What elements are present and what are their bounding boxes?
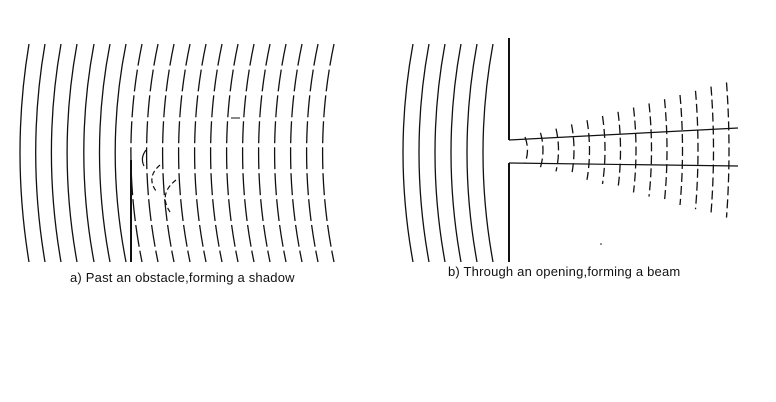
wavefront-18 xyxy=(290,43,303,263)
beam-wavefront-5 xyxy=(586,120,591,180)
wavefront-15 xyxy=(242,43,255,263)
wavefront-6 xyxy=(98,43,111,263)
beam-wavefront-14 xyxy=(725,82,730,218)
panel-b-aperture-diffraction xyxy=(402,38,739,263)
wavefront-16 xyxy=(258,43,271,263)
incoming-wavefront-2 xyxy=(418,43,430,263)
beam-wavefront-8 xyxy=(632,107,637,193)
beam-edge-lower xyxy=(508,162,739,167)
beam-wavefront-1 xyxy=(524,136,529,164)
beam-wavefront-7 xyxy=(617,111,622,189)
incoming-wavefront-4 xyxy=(450,43,462,263)
speck xyxy=(600,243,602,245)
wavefront-11 xyxy=(178,43,191,263)
beam-wavefront-9 xyxy=(648,103,653,197)
wavefront-17 xyxy=(274,43,287,263)
wavefront-14 xyxy=(226,43,239,263)
wavefront-10 xyxy=(162,43,175,263)
beam-wavefront-6 xyxy=(601,115,606,185)
edge-curl-2 xyxy=(151,164,161,192)
beam-wavefront-12 xyxy=(694,90,699,210)
incoming-wavefront-5 xyxy=(466,43,478,263)
beam-wavefront-11 xyxy=(679,94,684,206)
wavefront-5 xyxy=(83,43,95,263)
wavefront-4 xyxy=(66,43,78,263)
beam-wavefront-4 xyxy=(570,124,575,176)
wavefront-20 xyxy=(322,43,335,263)
wavefront-9 xyxy=(146,43,159,263)
wavefront-19 xyxy=(306,43,319,263)
edge-curl-3 xyxy=(164,179,177,213)
wavefront-1 xyxy=(19,43,30,263)
wavefront-7 xyxy=(114,43,127,263)
beam-wavefront-2 xyxy=(539,132,544,168)
incoming-wavefront-3 xyxy=(434,43,446,263)
wavefront-3 xyxy=(50,43,62,263)
panel-b-caption: b) Through an opening,forming a beam xyxy=(448,264,681,279)
panel-a-obstacle-diffraction xyxy=(19,43,335,263)
wavefront-12 xyxy=(194,43,207,263)
wavefront-13 xyxy=(210,43,223,263)
incoming-wavefront-6 xyxy=(482,43,494,263)
beam-wavefront-13 xyxy=(710,86,715,214)
edge-curl-1 xyxy=(141,149,147,167)
beam-wavefront-10 xyxy=(663,99,668,201)
panel-a-caption: a) Past an obstacle,forming a shadow xyxy=(70,270,295,285)
wavefront-8 xyxy=(130,43,143,263)
beam-wavefront-3 xyxy=(555,128,560,172)
wavefront-2 xyxy=(35,43,46,263)
incoming-wavefront-1 xyxy=(402,43,414,263)
beam-edge-upper xyxy=(508,127,739,141)
